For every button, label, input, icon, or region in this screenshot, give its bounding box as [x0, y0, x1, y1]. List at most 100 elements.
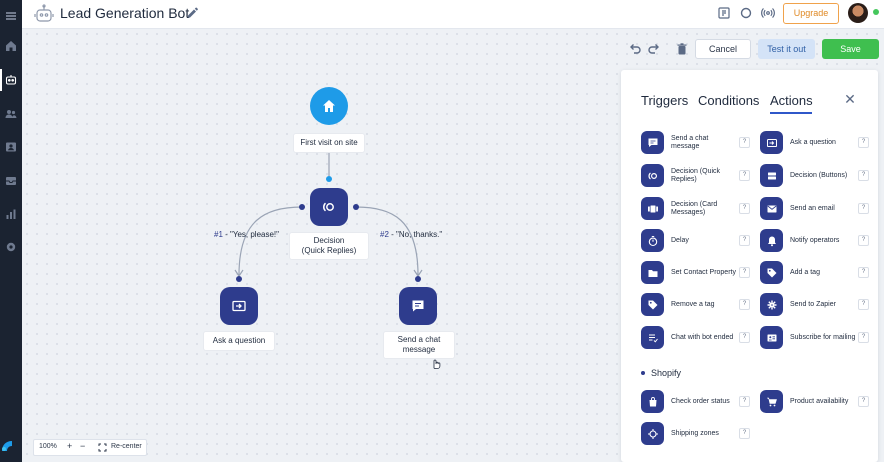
ask-question-node[interactable] [220, 287, 258, 325]
help-icon[interactable]: ? [739, 428, 750, 439]
test-it-out-button[interactable]: Test it out [758, 39, 815, 59]
redo-icon[interactable] [647, 42, 661, 56]
action-decision-card-messages[interactable]: Decision (Card Messages) ? [641, 197, 761, 221]
cards-icon [641, 197, 664, 220]
action-product-availability[interactable]: Product availability ? [760, 390, 880, 414]
send-message-input-connector[interactable] [415, 276, 421, 282]
input-connector[interactable] [326, 176, 332, 182]
help-icon[interactable]: ? [858, 396, 869, 407]
settings-icon[interactable] [3, 239, 19, 255]
tab-actions[interactable]: Actions [770, 93, 813, 108]
trash-icon[interactable] [675, 42, 689, 56]
question-icon [232, 300, 246, 312]
action-label: Subscribe for mailing [790, 333, 856, 341]
action-decision-buttons[interactable]: Decision (Buttons) ? [760, 164, 880, 188]
send-message-node-label: Send a chat message [384, 332, 454, 358]
zoom-level: 100% [39, 443, 57, 450]
status-ring-icon[interactable] [739, 6, 753, 20]
action-delay[interactable]: Delay ? [641, 229, 761, 253]
undo-icon[interactable] [628, 42, 642, 56]
branch-label-left: #1 - "Yes, please!" [214, 230, 279, 239]
action-shipping-zones[interactable]: Shipping zones ? [641, 422, 761, 446]
decision-node-label: Decision (Quick Replies) [290, 233, 368, 259]
help-icon[interactable]: ? [739, 267, 750, 278]
broadcast-icon[interactable] [761, 6, 775, 20]
action-label: Ask a question [790, 138, 836, 146]
help-icon[interactable]: ? [739, 170, 750, 181]
help-icon[interactable]: ? [739, 137, 750, 148]
bot-avatar-icon [33, 3, 55, 25]
close-panel-icon[interactable]: ✕ [844, 91, 856, 107]
action-chat-with-bot-ended[interactable]: Chat with bot ended ? [641, 326, 761, 350]
action-add-tag[interactable]: Add a tag ? [760, 261, 880, 285]
zones-icon [641, 422, 664, 445]
help-icon[interactable]: ? [739, 396, 750, 407]
decision-label-line1: Decision [313, 236, 345, 245]
action-decision-quick-replies[interactable]: Decision (Quick Replies) ? [641, 164, 761, 188]
action-label: Remove a tag [671, 300, 715, 308]
branch-left-text: - "Yes, please!" [222, 230, 279, 239]
edit-pencil-icon[interactable] [186, 6, 199, 19]
tab-conditions[interactable]: Conditions [698, 93, 760, 108]
action-notify-operators[interactable]: Notify operators ? [760, 229, 880, 253]
start-trigger-node[interactable] [310, 87, 348, 125]
decision-label-line2: (Quick Replies) [301, 246, 357, 255]
contacts-icon[interactable] [3, 106, 19, 122]
help-icon[interactable]: ? [739, 203, 750, 214]
help-icon[interactable]: ? [739, 299, 750, 310]
help-icon[interactable]: ? [858, 267, 869, 278]
bot-nav-icon[interactable] [3, 72, 19, 88]
help-icon[interactable]: ? [858, 203, 869, 214]
top-header: Lead Generation Bot Upgrade [22, 0, 884, 29]
chat-icon [641, 131, 664, 154]
profile-icon[interactable] [3, 139, 19, 155]
help-icon[interactable]: ? [858, 235, 869, 246]
decision-node[interactable] [310, 188, 348, 226]
action-check-order-status[interactable]: Check order status ? [641, 390, 761, 414]
save-button[interactable]: Save [822, 39, 879, 59]
home-icon[interactable] [3, 38, 19, 54]
help-icon[interactable]: ? [858, 137, 869, 148]
recenter-button[interactable]: Re-center [111, 443, 142, 450]
tab-triggers[interactable]: Triggers [641, 93, 689, 108]
upgrade-button[interactable]: Upgrade [783, 3, 839, 24]
zoom-in-button[interactable]: + [67, 441, 73, 451]
email-icon [760, 197, 783, 220]
active-tab-indicator [770, 112, 812, 114]
recenter-icon[interactable] [98, 443, 107, 452]
action-label: Check order status [671, 397, 730, 405]
action-remove-tag[interactable]: Remove a tag ? [641, 293, 761, 317]
action-label: Decision (Card Messages) [671, 200, 718, 217]
action-set-contact-property[interactable]: Set Contact Property ? [641, 261, 761, 285]
action-subscribe-for-mailing[interactable]: Subscribe for mailing ? [760, 326, 880, 350]
help-icon[interactable]: ? [858, 170, 869, 181]
action-send-email[interactable]: Send an email ? [760, 197, 880, 221]
bot-title: Lead Generation Bot [60, 5, 190, 21]
cart-icon [760, 390, 783, 413]
inbox-icon[interactable] [3, 173, 19, 189]
help-icon[interactable]: ? [739, 235, 750, 246]
help-icon[interactable]: ? [739, 332, 750, 343]
layout-icon[interactable] [717, 6, 731, 20]
send-message-label-line2: message [402, 345, 436, 354]
action-label: Notify operators [790, 236, 840, 244]
ask-question-input-connector[interactable] [236, 276, 242, 282]
cancel-button[interactable]: Cancel [695, 39, 751, 59]
menu-icon[interactable] [3, 8, 19, 24]
user-avatar[interactable] [848, 3, 868, 23]
help-icon[interactable]: ? [858, 332, 869, 343]
action-ask-question[interactable]: Ask a question ? [760, 131, 880, 155]
branch-right-number: #2 [380, 230, 389, 239]
quick-replies-icon [323, 202, 334, 212]
action-send-to-zapier[interactable]: Send to Zapier ? [760, 293, 880, 317]
help-icon[interactable]: ? [858, 299, 869, 310]
analytics-icon[interactable] [3, 206, 19, 222]
left-output-connector[interactable] [299, 204, 305, 210]
send-message-node[interactable] [399, 287, 437, 325]
action-send-chat-message[interactable]: Send a chat message ? [641, 131, 761, 155]
branch-right-text: - "No, thanks." [388, 230, 443, 239]
right-output-connector[interactable] [353, 204, 359, 210]
zoom-out-button[interactable]: − [80, 441, 86, 451]
bell-icon [760, 229, 783, 252]
branch-label-right: #2 - "No, thanks." [380, 230, 442, 239]
